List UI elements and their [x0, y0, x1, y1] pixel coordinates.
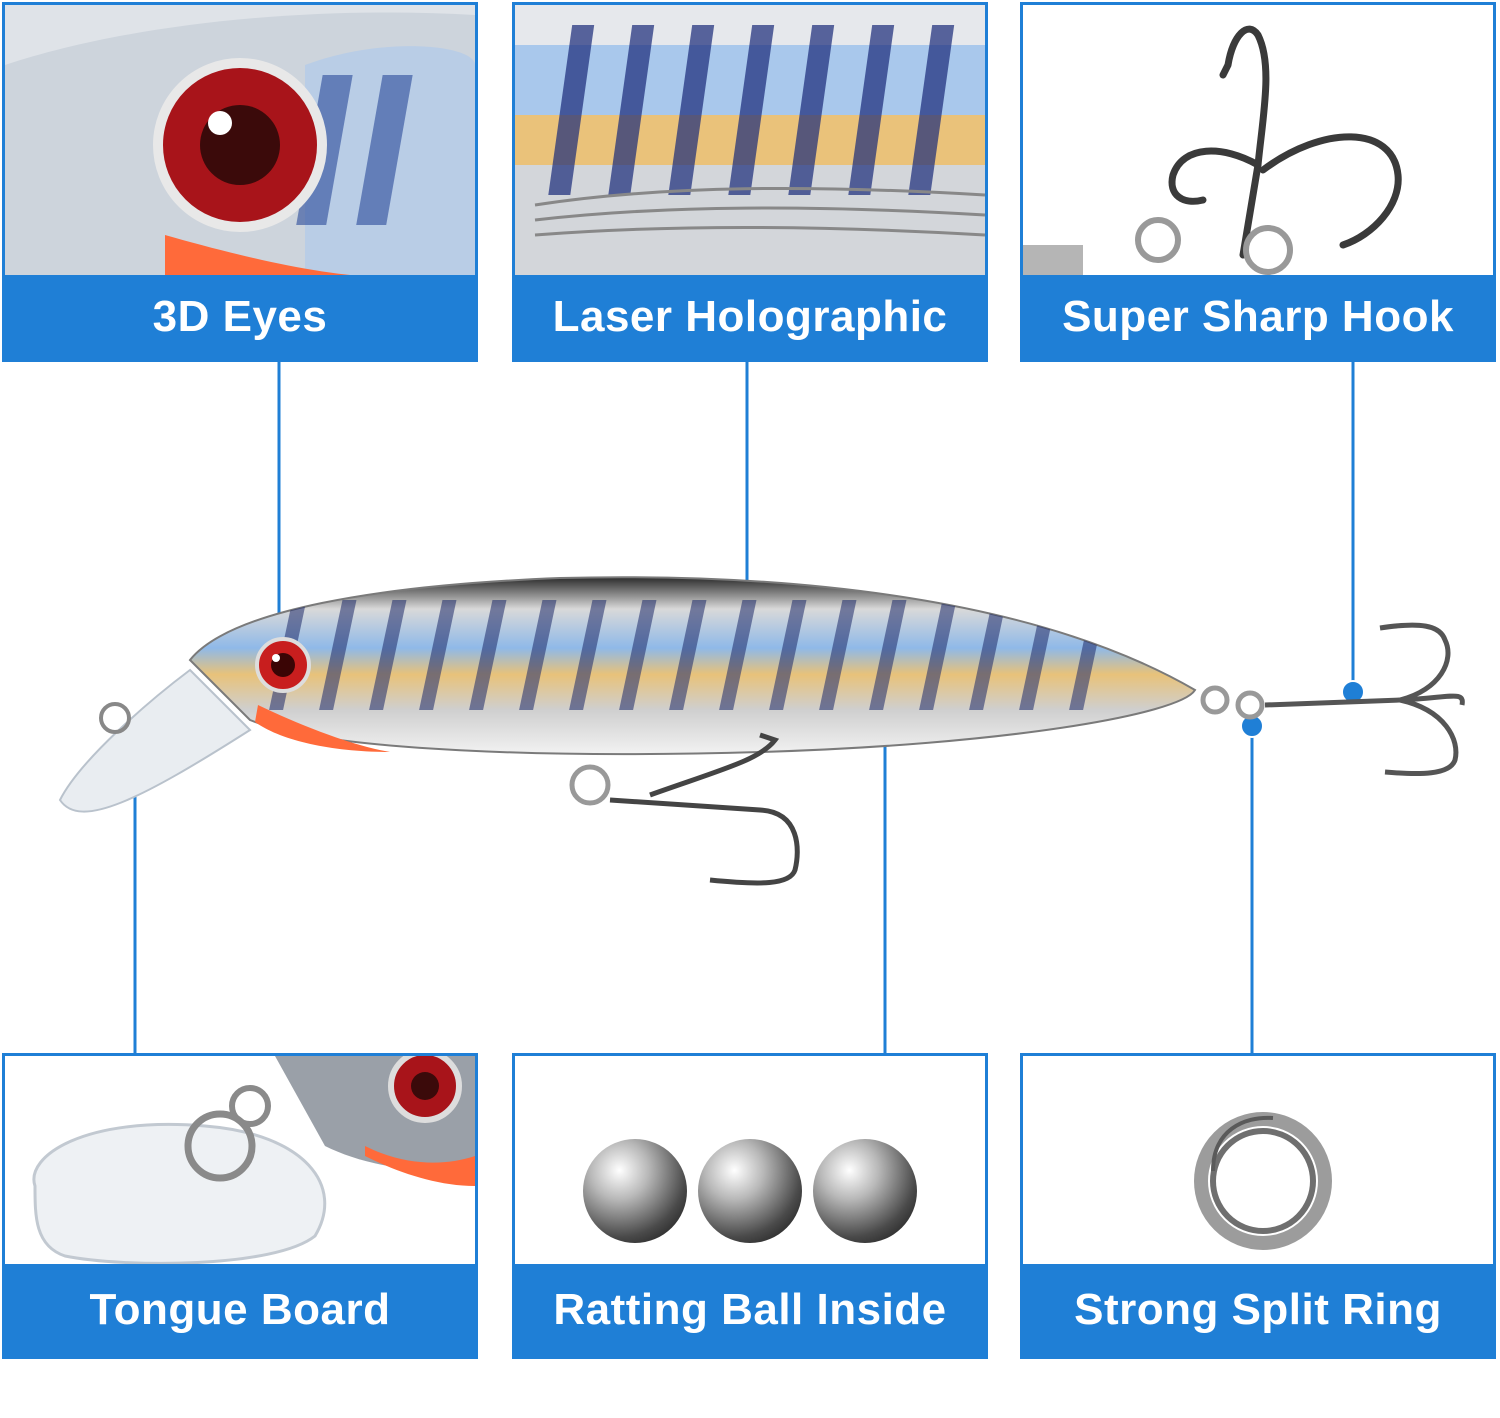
- feature-label-laser: Laser Holographic: [515, 275, 985, 359]
- feature-label-hook: Super Sharp Hook: [1023, 275, 1493, 359]
- steel-balls-icon: [515, 1056, 985, 1268]
- feature-panel-ratting-ball: Ratting Ball Inside: [512, 1053, 988, 1359]
- belly-treble-hook: [569, 732, 800, 886]
- split-ring-icon: [1023, 1056, 1493, 1268]
- feature-panel-split-ring: Strong Split Ring: [1020, 1053, 1496, 1359]
- eye-closeup-photo: [5, 5, 475, 277]
- split-ring-photo: [1023, 1056, 1493, 1268]
- tongue-board-icon: [5, 1056, 475, 1268]
- feature-label-ball: Ratting Ball Inside: [515, 1264, 985, 1356]
- holographic-closeup-photo: [515, 5, 985, 277]
- feature-panel-super-sharp-hook: Super Sharp Hook: [1020, 2, 1496, 362]
- treble-hook-icon: [1023, 5, 1493, 277]
- ratting-balls-photo: [515, 1056, 985, 1268]
- tail-treble-hook: [1200, 622, 1465, 777]
- feature-label-eyes: 3D Eyes: [5, 275, 475, 359]
- hook-closeup-photo: [1023, 5, 1493, 277]
- holographic-pattern-icon: [515, 5, 985, 277]
- tongue-board-closeup-photo: [5, 1056, 475, 1268]
- feature-panel-3d-eyes: 3D Eyes: [2, 2, 478, 362]
- feature-panel-laser-holographic: Laser Holographic: [512, 2, 988, 362]
- feature-label-ring: Strong Split Ring: [1023, 1264, 1493, 1356]
- feature-panel-tongue-board: Tongue Board: [2, 1053, 478, 1359]
- tongue-board-lip: [58, 668, 252, 813]
- front-split-ring: [99, 702, 131, 734]
- fishing-lure-illustration: [58, 576, 1465, 886]
- feature-label-tongue: Tongue Board: [5, 1264, 475, 1356]
- eye-closeup-icon: [5, 5, 475, 277]
